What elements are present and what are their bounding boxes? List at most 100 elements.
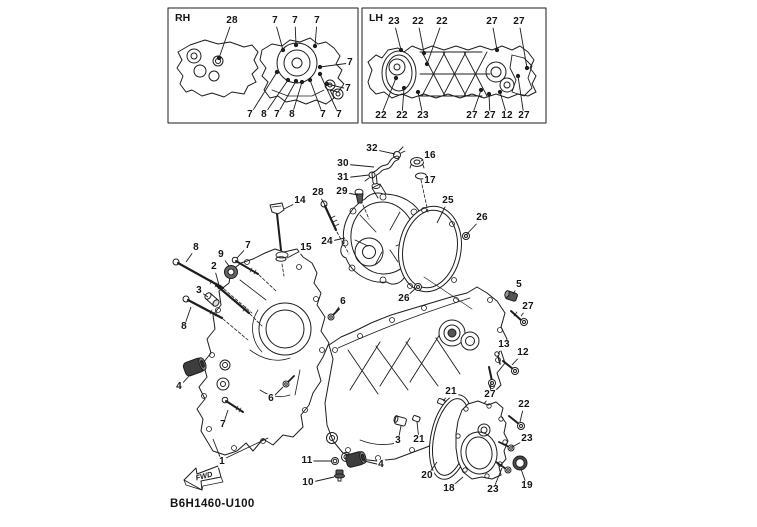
- callout-end-dot: [486, 91, 492, 97]
- callout-end-dot: [415, 89, 421, 95]
- callout-leader-line: [511, 352, 524, 366]
- callout-leader-line: [291, 81, 303, 116]
- callout-end-dot: [324, 81, 330, 87]
- part-oring-11: [331, 457, 339, 465]
- part-hose-30: [364, 146, 406, 185]
- part-bushing-4-left: [182, 357, 207, 377]
- callout-leader-line: [520, 468, 528, 487]
- part-bolt-23-lower: [495, 461, 512, 474]
- callout-end-dot: [524, 65, 530, 71]
- callout-leader-line: [309, 79, 324, 116]
- part-seal-19: [512, 455, 528, 471]
- part-nut-26-upper: [462, 232, 470, 240]
- callout-end-dot: [398, 47, 404, 53]
- part-gasket-25: [398, 205, 473, 310]
- part-cover-18: [455, 400, 509, 480]
- part-seal-9: [224, 265, 238, 279]
- callout-leader-line: [319, 62, 351, 68]
- callout-leader-line: [307, 476, 335, 484]
- callout-end-dot: [401, 85, 407, 91]
- callout-leader-line: [511, 438, 528, 448]
- part-bolt-10: [334, 469, 345, 482]
- callout-leader-line: [218, 20, 233, 59]
- callout-end-dot: [515, 73, 521, 79]
- part-dipstick-14: [269, 202, 287, 277]
- callout-end-dot: [307, 77, 313, 83]
- part-bolt-7-upper: [231, 256, 277, 292]
- callout-leader-line: [448, 476, 464, 490]
- callout-end-dot: [497, 89, 503, 95]
- part-bolt-8-lower: [182, 295, 249, 341]
- callout-leader-line: [380, 77, 397, 117]
- callout-leader-line: [263, 79, 289, 116]
- diagram-code: B6H1460-U100: [170, 498, 255, 510]
- callout-leader-line: [319, 73, 340, 116]
- callout-leader-line: [371, 148, 396, 155]
- part-bolt-12: [502, 360, 519, 375]
- callout-end-dot: [285, 77, 291, 83]
- part-bolt-8-upper: [172, 258, 253, 314]
- callout-end-dot: [478, 87, 484, 93]
- callout-leader-line: [249, 71, 278, 116]
- callout-leader-line: [420, 155, 431, 162]
- callout-leader-line: [178, 374, 191, 388]
- part-crankcase-left: [196, 248, 330, 456]
- callout-leader-line: [183, 306, 192, 328]
- part-clamp-32: [393, 146, 406, 159]
- callout-end-dot: [317, 64, 323, 70]
- callout-leader-line: [518, 21, 528, 69]
- callout-end-dot: [216, 55, 222, 61]
- part-bolt-6-lower: [282, 375, 295, 388]
- callout-leader-line: [220, 254, 230, 267]
- callout-end-dot: [424, 61, 430, 67]
- callout-leader-line: [283, 200, 301, 210]
- lh-inset-label: LH: [369, 12, 383, 24]
- callout-leader-line: [520, 306, 529, 317]
- callout-leader-line: [342, 174, 370, 179]
- part-nut-26-lower: [414, 283, 422, 291]
- callout-leader-line: [519, 404, 525, 423]
- item1-branch-line: [225, 437, 269, 459]
- callout-end-dot: [274, 69, 280, 75]
- part-oring-15: [275, 256, 287, 262]
- callout-leader-line: [423, 176, 431, 182]
- part-collar-3-upper: [204, 292, 220, 307]
- part-bushing-4-right: [345, 451, 367, 468]
- callout-leader-line: [185, 247, 197, 263]
- callout-end-dot: [280, 47, 286, 53]
- part-bolt-7-lower: [221, 396, 244, 413]
- part-stud-2: [214, 283, 263, 327]
- callout-leader-line: [276, 80, 297, 116]
- callout-end-dot: [393, 75, 399, 81]
- part-bolt-29: [354, 188, 370, 220]
- callout-leader-line: [426, 21, 443, 65]
- lh-inset: [361, 7, 547, 124]
- callout-leader-line: [342, 163, 375, 168]
- part-collar-3-lower: [393, 415, 407, 427]
- part-dowel-21-lower: [412, 415, 421, 423]
- callout-leader-line: [363, 460, 382, 466]
- part-bolt-28: [320, 200, 350, 255]
- callout-leader-line: [236, 245, 249, 259]
- callout-end-dot: [312, 43, 318, 49]
- callout-leader-line: [512, 284, 520, 295]
- rh-inset: [167, 7, 359, 124]
- callout-leader-line: [465, 217, 483, 236]
- callout-end-dot: [317, 71, 323, 77]
- callout-end-dot: [299, 79, 305, 85]
- callout-end-dot: [293, 78, 299, 84]
- callout-end-dot: [494, 47, 500, 53]
- callout-end-dot: [293, 42, 299, 48]
- rh-inset-label: RH: [175, 12, 191, 24]
- part-cap-16: [409, 157, 425, 169]
- fwd-arrow: [183, 465, 224, 491]
- callout-leader-line: [517, 75, 525, 117]
- part-bolt-6-upper: [327, 308, 340, 321]
- part-plug-5: [504, 290, 518, 302]
- callout-end-dot: [421, 50, 427, 56]
- part-bolt-22: [508, 415, 525, 430]
- part-bolt-27-upper: [510, 310, 528, 326]
- part-screw-13: [494, 351, 501, 365]
